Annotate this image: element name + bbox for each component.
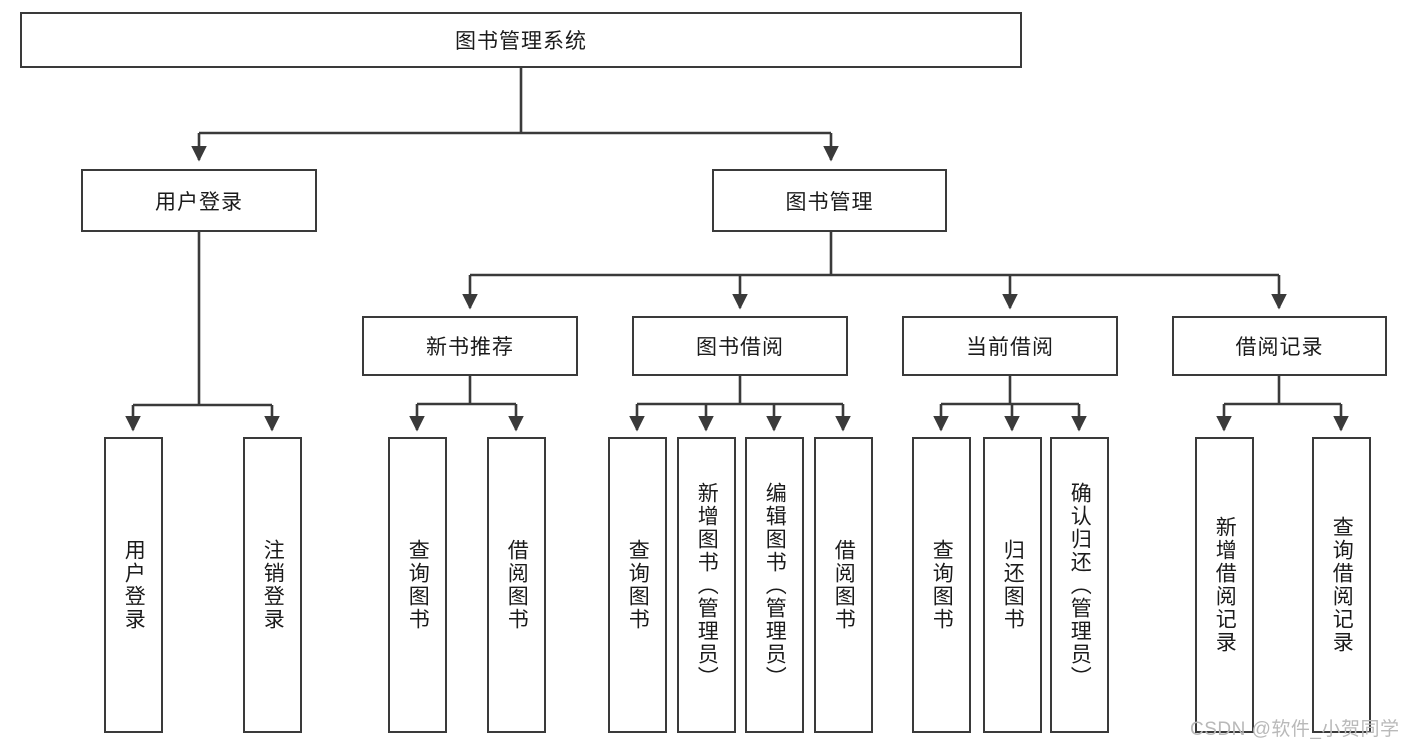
node-label: 当前借阅	[966, 336, 1054, 359]
node-label: 查询图书	[930, 539, 954, 631]
node-label: 图书管理系统	[455, 30, 587, 53]
node-label: 查询借阅记录	[1330, 516, 1354, 654]
node-label: 新书推荐	[426, 336, 514, 359]
node-label: 注销登录	[261, 539, 285, 631]
leaf-add-book-admin[interactable]: 新增图书（管理员）	[677, 437, 736, 733]
node-book-borrow[interactable]: 图书借阅	[632, 316, 848, 376]
watermark-text: CSDN @软件_小贺同学	[1190, 719, 1400, 740]
node-label: 编辑图书（管理员）	[763, 481, 787, 689]
node-label: 用户登录	[122, 539, 146, 631]
leaf-logout[interactable]: 注销登录	[243, 437, 302, 733]
node-label: 归还图书	[1001, 539, 1025, 631]
leaf-add-borrow-record[interactable]: 新增借阅记录	[1195, 437, 1254, 733]
leaf-query-borrow-record[interactable]: 查询借阅记录	[1312, 437, 1371, 733]
node-label: 确认归还（管理员）	[1068, 481, 1092, 689]
node-label: 用户登录	[155, 190, 243, 214]
leaf-confirm-return-admin[interactable]: 确认归还（管理员）	[1050, 437, 1109, 733]
node-label: 查询图书	[406, 539, 430, 631]
node-label: 借阅图书	[505, 539, 529, 631]
leaf-edit-book-admin[interactable]: 编辑图书（管理员）	[745, 437, 804, 733]
node-label: 新增借阅记录	[1213, 516, 1237, 654]
node-label: 新增图书（管理员）	[695, 481, 719, 689]
node-current-borrow[interactable]: 当前借阅	[902, 316, 1118, 376]
node-user-login[interactable]: 用户登录	[81, 169, 317, 232]
leaf-user-login[interactable]: 用户登录	[104, 437, 163, 733]
node-borrow-record[interactable]: 借阅记录	[1172, 316, 1387, 376]
leaf-return-book[interactable]: 归还图书	[983, 437, 1042, 733]
node-label: 图书管理	[785, 190, 874, 214]
node-label: 查询图书	[626, 539, 650, 631]
leaf-query-book-recommend[interactable]: 查询图书	[388, 437, 447, 733]
node-label: 借阅图书	[832, 539, 856, 631]
node-label: 借阅记录	[1235, 336, 1324, 359]
node-label: 图书借阅	[696, 336, 784, 359]
node-book-management[interactable]: 图书管理	[712, 169, 947, 232]
node-new-book-recommend[interactable]: 新书推荐	[362, 316, 578, 376]
leaf-query-book-current[interactable]: 查询图书	[912, 437, 971, 733]
leaf-borrow-book[interactable]: 借阅图书	[814, 437, 873, 733]
leaf-query-book-borrow[interactable]: 查询图书	[608, 437, 667, 733]
leaf-borrow-book-recommend[interactable]: 借阅图书	[487, 437, 546, 733]
node-root[interactable]: 图书管理系统	[20, 12, 1022, 68]
